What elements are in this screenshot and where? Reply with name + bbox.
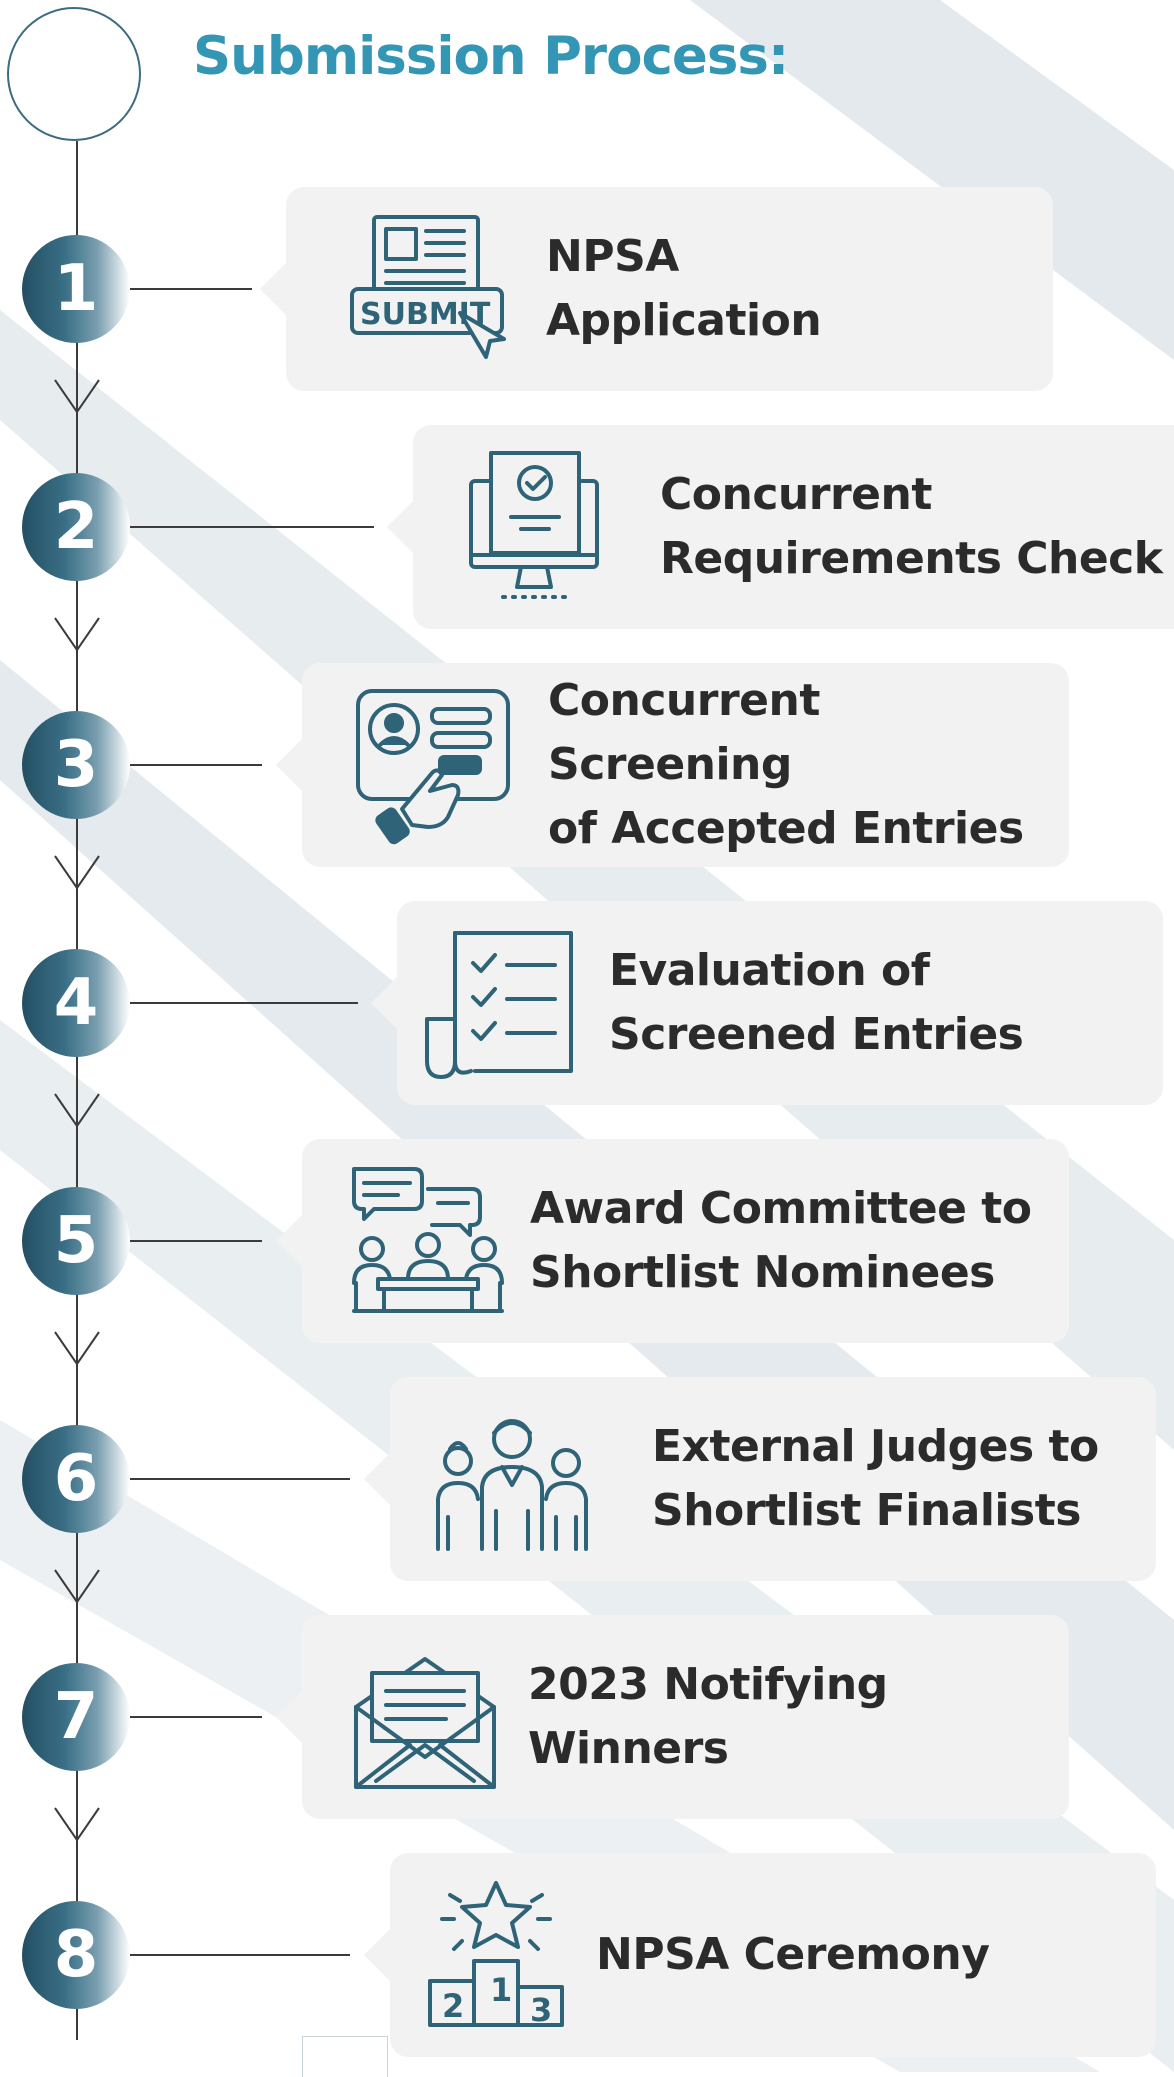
podium-third-number: 3 <box>530 1991 552 2029</box>
step-label-line: Award Committee to <box>530 1183 1032 1234</box>
step-number-badge: 5 <box>22 1187 130 1295</box>
timeline-chevron <box>54 617 100 652</box>
step-label: NPSA Ceremony <box>596 1853 990 2057</box>
step-connector <box>130 1716 262 1718</box>
step-5: 5 <box>0 1139 1174 1343</box>
podium-second-number: 2 <box>442 1987 464 2025</box>
step-label-line: Shortlist Finalists <box>652 1485 1081 1536</box>
step-connector <box>130 1954 350 1956</box>
step-7: 7 2023 Notifying <box>0 1615 1174 1819</box>
step-card: Award Committee to Shortlist Nominees <box>276 1139 1069 1343</box>
step-label: Award Committee to Shortlist Nominees <box>530 1139 1032 1343</box>
committee-meeting-icon <box>348 1161 508 1321</box>
step-6: 6 <box>0 1377 1174 1581</box>
step-number-badge: 3 <box>22 711 130 819</box>
step-connector <box>130 1002 358 1004</box>
step-number-badge: 2 <box>22 473 130 581</box>
step-label-line: Shortlist Nominees <box>530 1247 995 1298</box>
step-connector <box>130 288 252 290</box>
step-card: 1 2 3 NPSA Ceremony <box>364 1853 1156 2057</box>
step-3: 3 Concurrent Screening <box>0 663 1174 867</box>
timeline-chevron <box>54 1331 100 1366</box>
timeline-chevron <box>54 1093 100 1128</box>
step-label-line: Winners <box>528 1723 729 1774</box>
step-card: SUBMIT NPSA Application <box>260 187 1053 391</box>
podium-star-icon: 1 2 3 <box>420 1875 580 2035</box>
checklist-icon <box>421 923 581 1083</box>
step-label-line: External Judges to <box>652 1421 1099 1472</box>
step-label-line: Screened Entries <box>609 1009 1024 1060</box>
timeline-chevron <box>54 1569 100 1604</box>
step-label: NPSA Application <box>546 187 822 391</box>
timeline-chevron <box>54 855 100 890</box>
step-label-line: of Accepted Entries <box>548 803 1024 854</box>
step-card: External Judges to Shortlist Finalists <box>364 1377 1156 1581</box>
step-number-badge: 7 <box>22 1663 130 1771</box>
step-2: 2 Concurrent Requiremen <box>0 425 1174 629</box>
step-label-line: Application <box>546 295 822 346</box>
step-label: Concurrent Requirements Check <box>660 425 1163 629</box>
step-label: Evaluation of Screened Entries <box>609 901 1024 1105</box>
step-number-badge: 4 <box>22 949 130 1057</box>
id-card-select-icon <box>352 685 512 845</box>
step-label: External Judges to Shortlist Finalists <box>652 1377 1099 1581</box>
podium-first-number: 1 <box>490 1971 512 2009</box>
page-title: Submission Process: <box>193 26 789 87</box>
step-1: 1 SUBMIT NPSA <box>0 187 1174 391</box>
step-card: Evaluation of Screened Entries <box>371 901 1163 1105</box>
timeline-chevron <box>54 1807 100 1842</box>
step-connector <box>130 526 374 528</box>
step-label: Concurrent Screening of Accepted Entries <box>548 663 1069 867</box>
step-number-badge: 6 <box>22 1425 130 1533</box>
monitor-check-icon <box>463 447 623 607</box>
judges-group-icon <box>432 1399 592 1559</box>
step-number-badge: 8 <box>22 1901 130 2009</box>
footer-tab <box>302 2036 388 2077</box>
step-label-line: 2023 Notifying <box>528 1659 888 1710</box>
step-label-line: Requirements Check <box>660 533 1163 584</box>
step-card: Concurrent Requirements Check <box>387 425 1174 629</box>
timeline-chevron <box>54 379 100 414</box>
envelope-letter-icon <box>350 1637 510 1797</box>
step-card: Concurrent Screening of Accepted Entries <box>276 663 1069 867</box>
step-8: 8 1 2 3 <box>0 1853 1174 2057</box>
step-card: 2023 Notifying Winners <box>276 1615 1069 1819</box>
submit-form-icon: SUBMIT <box>346 209 506 369</box>
timeline-start-circle <box>7 7 141 141</box>
step-label-line: Concurrent <box>660 469 932 520</box>
step-4: 4 Evaluation of Screene <box>0 901 1174 1105</box>
step-connector <box>130 1240 262 1242</box>
step-connector <box>130 764 262 766</box>
step-label-line: Evaluation of <box>609 945 930 996</box>
step-label-line: NPSA Ceremony <box>596 1929 990 1980</box>
step-connector <box>130 1478 350 1480</box>
step-number-badge: 1 <box>22 235 130 343</box>
step-label-line: Concurrent Screening <box>548 675 820 790</box>
step-label-line: NPSA <box>546 231 679 282</box>
step-label: 2023 Notifying Winners <box>528 1615 888 1819</box>
